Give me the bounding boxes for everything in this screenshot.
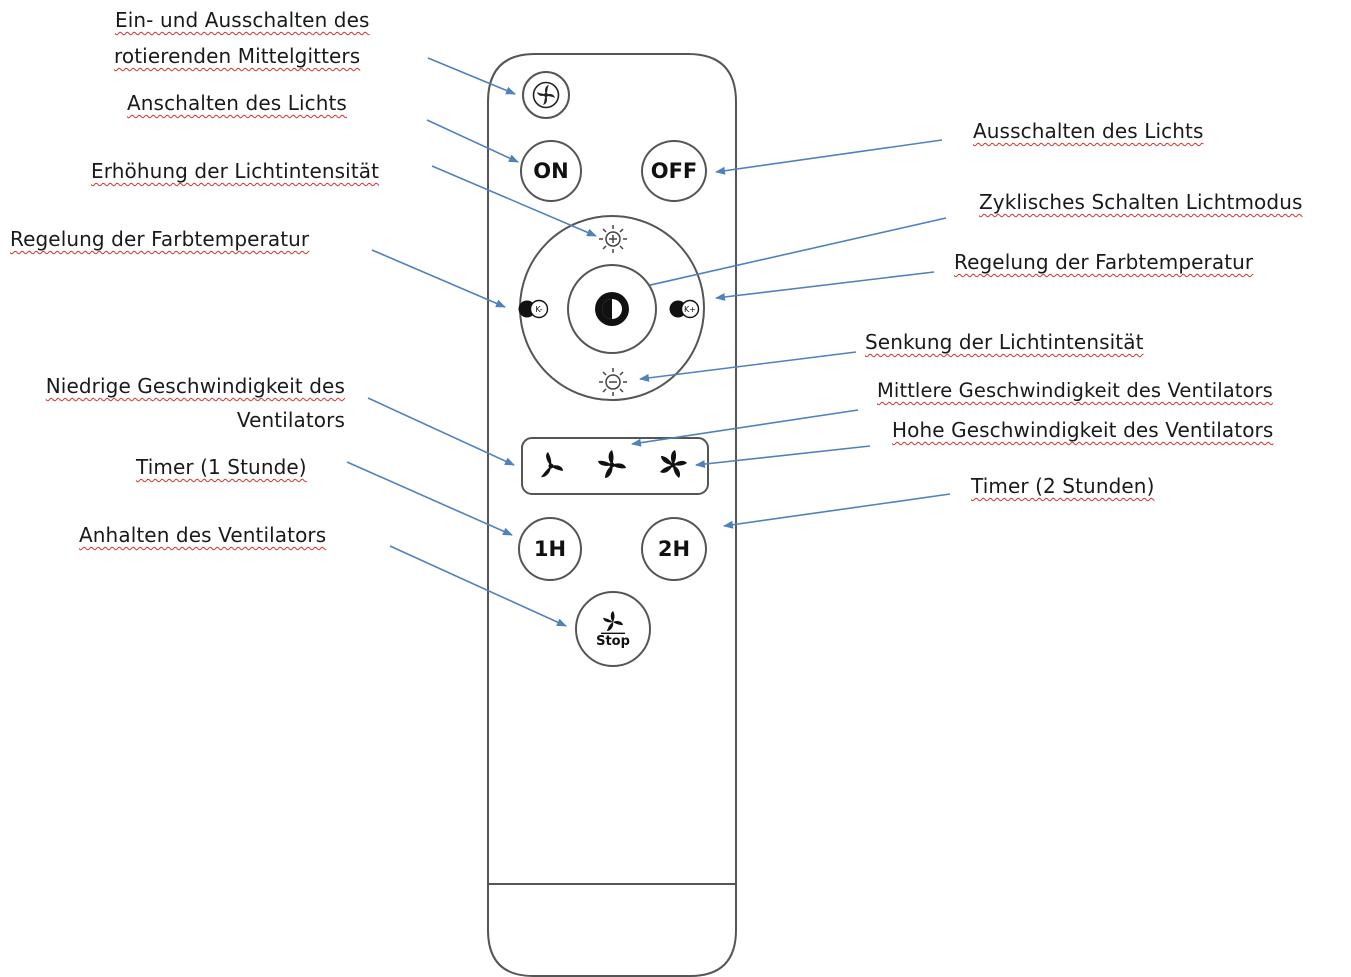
timer-2h-button[interactable]: 2H <box>641 517 707 581</box>
label-fan-high: Hohe Geschwindigkeit des Ventilators <box>892 418 1274 442</box>
label-color-temp-right: Regelung der Farbtemperatur <box>954 250 1254 274</box>
fan-high-button[interactable] <box>653 445 693 485</box>
color-temp-minus-label: K- <box>535 305 542 314</box>
brightness-down-button[interactable] <box>596 365 630 399</box>
timer-2h-button-label: 2H <box>657 537 691 561</box>
fan-medium-icon <box>598 450 626 478</box>
fan-high-icon <box>660 450 687 478</box>
brightness-up-button[interactable] <box>596 222 630 256</box>
fan-medium-button[interactable] <box>592 445 632 485</box>
label-brightness-up: Erhöhung der Lichtintensität <box>91 159 380 183</box>
callout-arrows <box>346 57 951 627</box>
fan-low-button[interactable] <box>532 447 570 485</box>
color-temp-minus-button[interactable]: K- <box>515 297 555 321</box>
label-fan-low-line1: Niedrige Geschwindigkeit des <box>45 374 345 398</box>
label-light-on: Anschalten des Lichts <box>127 91 347 115</box>
label-rotate-grid-line2: rotierenden Mittelgitters <box>114 44 361 68</box>
arrow-light-on <box>426 119 519 163</box>
fan-stop-button-label: Stop <box>596 633 630 649</box>
label-light-mode: Zyklisches Schalten Lichtmodus <box>979 190 1303 214</box>
label-brightness-down: Senkung der Lichtintensität <box>865 330 1144 354</box>
arrow-timer-1h <box>346 461 513 536</box>
fan-stop-icon <box>601 610 625 634</box>
sun-minus-icon <box>599 368 627 396</box>
arrow-fan-medium <box>631 409 859 447</box>
fan-speed-panel <box>521 437 709 495</box>
light-on-button[interactable]: ON <box>520 140 582 202</box>
label-fan-medium: Mittlere Geschwindigkeit des Ventilators <box>877 379 1273 402</box>
arrow-timer-2h <box>723 493 951 529</box>
label-color-temp-left: Regelung der Farbtemperatur <box>10 227 310 251</box>
arrow-fan-stop <box>389 545 567 627</box>
light-off-button-label: OFF <box>650 159 698 183</box>
arrow-light-mode <box>623 217 947 293</box>
sun-plus-icon <box>599 225 627 253</box>
arrow-color-temp-right <box>715 271 935 301</box>
label-light-off: Ausschalten des Lichts <box>973 119 1204 143</box>
label-timer-1h: Timer (1 Stunde) <box>136 455 307 479</box>
label-fan-stop: Anhalten des Ventilators <box>79 523 327 547</box>
timer-1h-button-label: 1H <box>533 537 567 561</box>
color-temp-plus-label: K+ <box>684 305 696 314</box>
arrow-color-temp-left <box>371 249 506 308</box>
timer-1h-button[interactable]: 1H <box>518 517 582 581</box>
light-on-button-label: ON <box>533 159 569 183</box>
color-temp-plus-button[interactable]: K+ <box>666 297 706 321</box>
arrow-light-off <box>715 139 943 175</box>
arrow-rotate-grid <box>427 57 516 95</box>
arrow-fan-low <box>367 397 515 466</box>
color-temp-plus-icon: K+ <box>669 299 700 319</box>
light-mode-button[interactable] <box>567 264 657 354</box>
fan-low-icon <box>541 452 563 478</box>
rotate-grid-button[interactable] <box>522 71 570 119</box>
remote-body <box>487 53 737 977</box>
color-temp-minus-icon: K- <box>518 299 549 319</box>
arrow-brightness-down <box>639 351 857 382</box>
label-rotate-grid-line1: Ein- und Ausschalten des <box>115 8 370 32</box>
light-off-button[interactable]: OFF <box>641 140 707 202</box>
fan-stop-button[interactable]: Stop <box>575 591 651 667</box>
light-mode-icon <box>595 292 629 326</box>
arrow-brightness-up <box>431 165 597 237</box>
arrow-fan-high <box>695 445 871 468</box>
rotate-grid-icon <box>532 81 560 109</box>
label-timer-2h: Timer (2 Stunden) <box>971 474 1155 498</box>
label-fan-low-line2: Ventilators <box>236 408 345 432</box>
